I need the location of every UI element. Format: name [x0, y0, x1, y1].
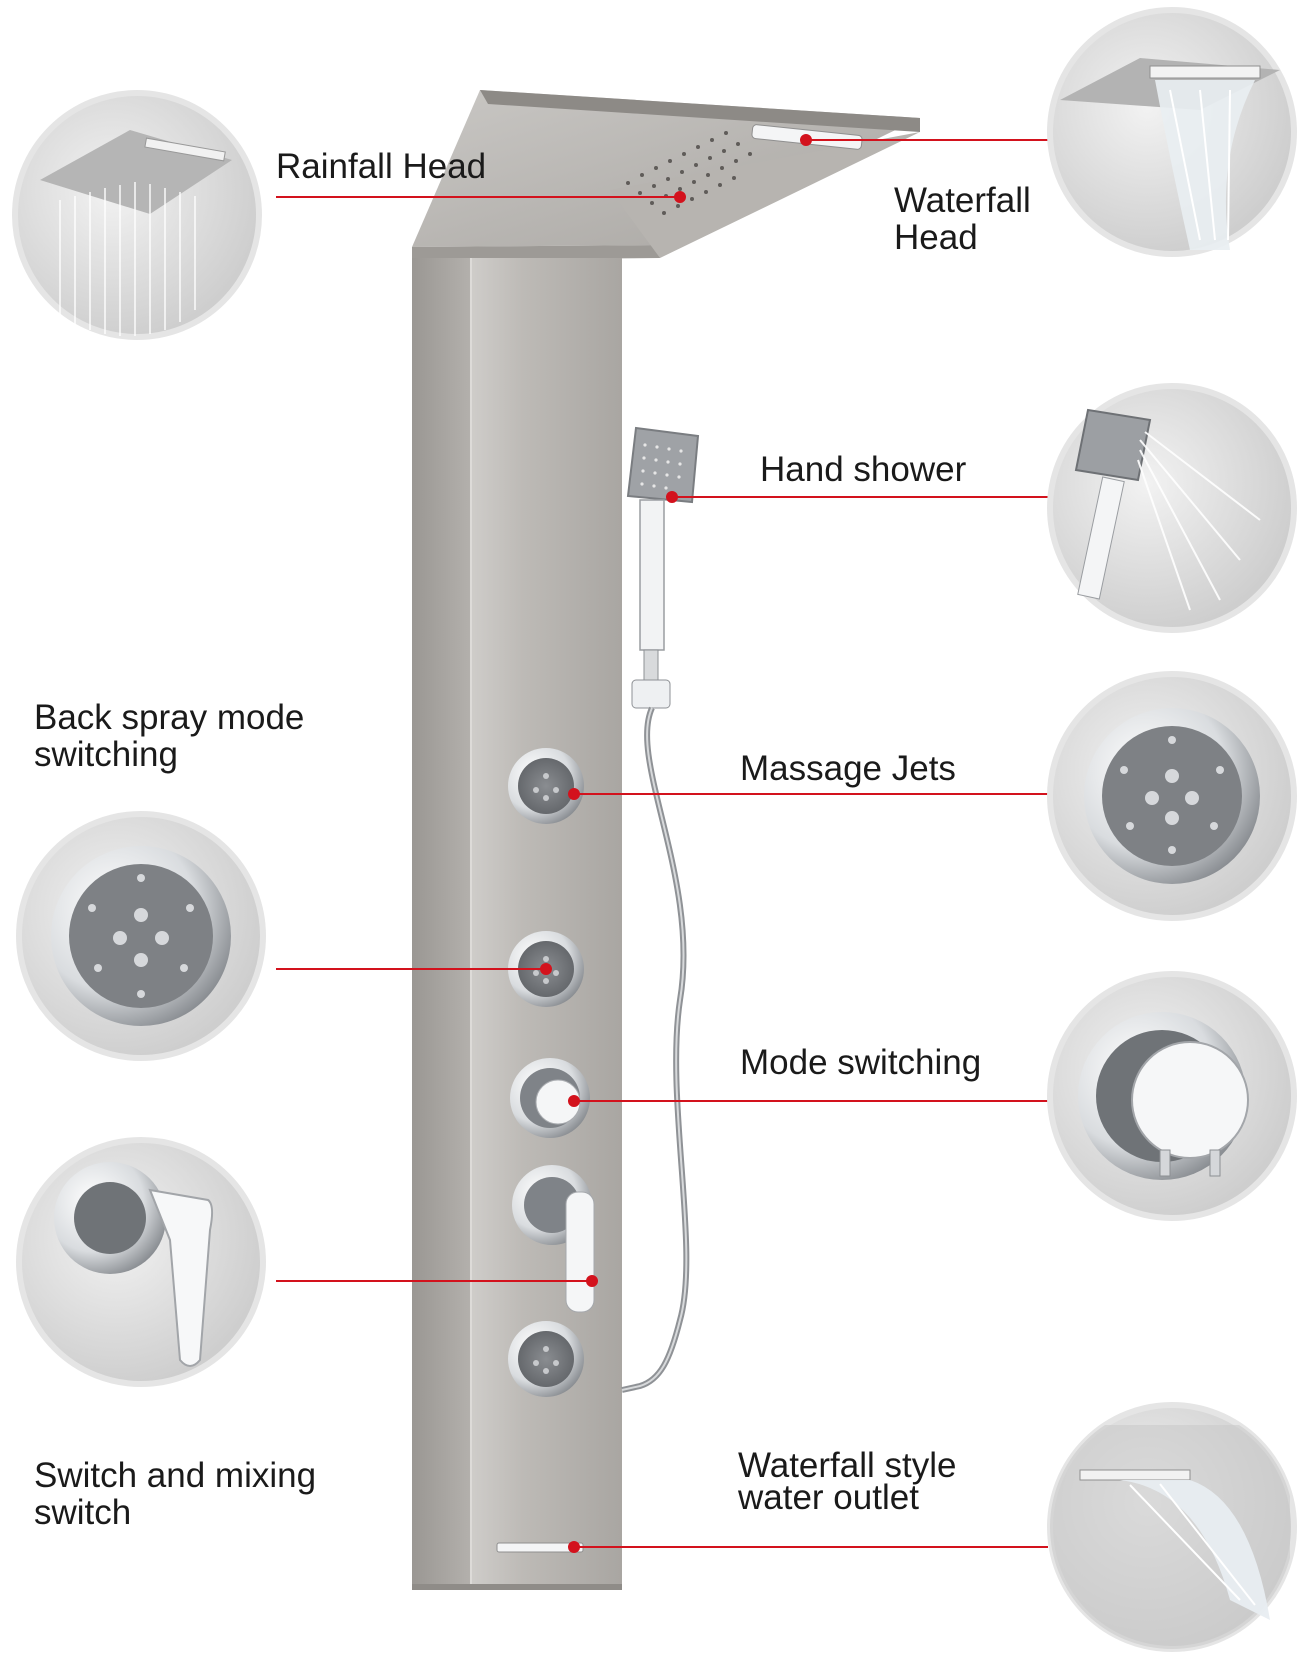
- label-line: Waterfall: [894, 181, 1031, 220]
- back-spray-jet-icon: [16, 811, 266, 1061]
- label-waterfall-outlet: Waterfall style water outlet: [738, 1446, 957, 1517]
- label-line: Switch and mixing: [34, 1456, 317, 1495]
- spout-outlet-icon: [1047, 1402, 1297, 1654]
- massage-jet-icon: [1047, 671, 1297, 921]
- panel-mode-knob: [510, 1058, 590, 1138]
- panel-jet-3: [508, 1321, 584, 1397]
- waterfall-head-icon: [1047, 7, 1297, 257]
- hand-shower: [626, 426, 700, 709]
- label-massage-jets: Massage Jets: [740, 750, 956, 787]
- label-line: water outlet: [738, 1478, 919, 1517]
- rainfall-head-icon: [12, 90, 262, 340]
- label-line: Rainfall Head: [276, 147, 487, 186]
- label-line: Back spray mode: [34, 698, 305, 737]
- label-line: Head: [894, 218, 978, 257]
- leader-lines: [276, 134, 1052, 1553]
- label-line: Mode switching: [740, 1043, 982, 1082]
- panel-jet-1: [508, 748, 584, 824]
- mode-knob-icon: [1047, 971, 1297, 1221]
- label-waterfall-head: Waterfall Head: [894, 182, 1031, 256]
- label-line: Waterfall style: [738, 1446, 957, 1485]
- label-hand-shower: Hand shower: [760, 451, 966, 488]
- label-back-spray: Back spray mode switching: [34, 699, 304, 773]
- label-line: Hand shower: [760, 450, 967, 489]
- label-line: switching: [34, 735, 178, 774]
- hand-shower-icon: [1047, 383, 1297, 633]
- label-mode-switching: Mode switching: [740, 1044, 981, 1081]
- label-line: switch: [34, 1493, 132, 1532]
- mixing-lever-icon: [16, 1137, 266, 1387]
- label-mixing-switch: Switch and mixing switch: [34, 1457, 316, 1531]
- shower-panel: [412, 90, 920, 1590]
- rain-nozzles: [626, 131, 752, 215]
- label-rainfall-head: Rainfall Head: [276, 148, 486, 185]
- label-line: Massage Jets: [740, 749, 956, 788]
